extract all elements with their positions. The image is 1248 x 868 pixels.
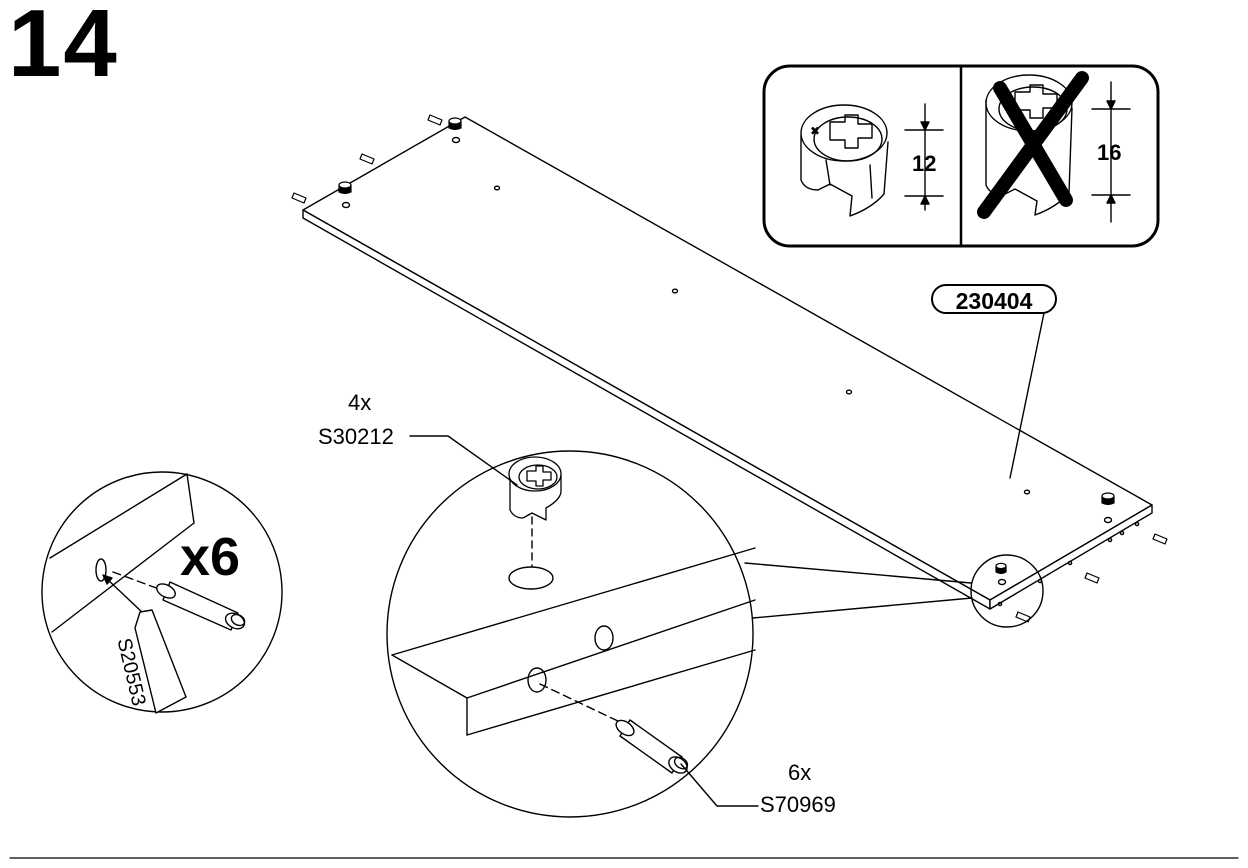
cam-on-board [338,117,1115,575]
step-number: 14 [8,0,119,97]
hole-depth-guide: ✖ [762,64,1160,248]
edge-hole [594,625,614,651]
edge-hole [527,667,547,693]
detail-marker-circle [970,554,1044,628]
cam-hole [508,566,554,590]
glue-detail-circle [41,471,283,714]
dowel-quantity: 6x [788,760,812,785]
correct-depth-label: 12 [912,151,937,176]
cam-code: S30212 [318,424,394,449]
wrong-depth-label: 16 [1097,140,1122,165]
dowel-code: S70969 [760,792,836,817]
part-number-leader [1009,312,1045,479]
cam-correct-icon: ✖ [800,104,889,217]
svg-text:✖: ✖ [810,124,820,138]
dowel-on-board [291,114,1168,623]
dowel-icon [156,581,246,631]
cam-callout-leader [409,435,518,486]
panel-part-number: 230404 [931,284,1057,314]
cam-quantity: 4x [348,390,372,415]
dowel-callout-leader [680,763,759,807]
glue-hole [95,558,107,582]
zoom-detail-circle [386,450,756,818]
board-panel [302,116,1153,610]
glue-multiplier: x6 [180,527,241,587]
glue-tube-icon [102,574,187,714]
cam-fitting-icon [508,456,562,521]
dowel-icon [615,719,689,774]
wrong-x-mark [977,71,1089,219]
